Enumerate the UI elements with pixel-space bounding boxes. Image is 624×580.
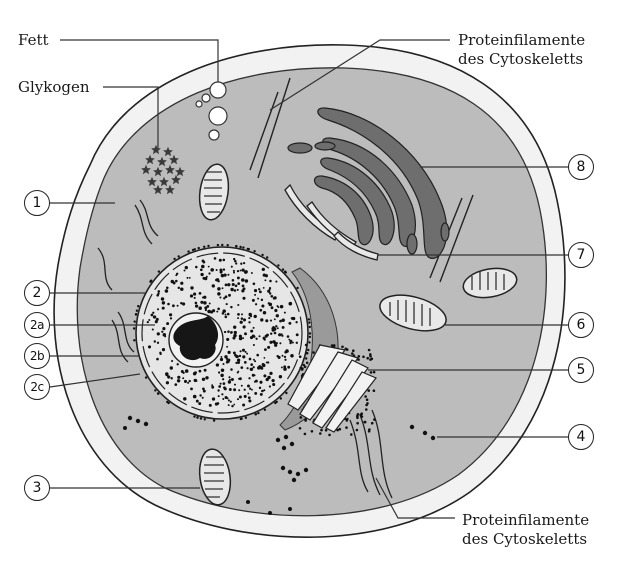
- marker-7: 7: [568, 242, 594, 268]
- marker-3: 3: [24, 475, 50, 501]
- mitochondrion-right: [379, 294, 447, 332]
- golgi-apparatus: [287, 107, 450, 259]
- marker-6: 6: [568, 312, 594, 338]
- filament-squiggles: [97, 199, 159, 363]
- mitochondrion-lower: [198, 448, 232, 506]
- mitochondrion-right-small: [462, 267, 518, 299]
- label-protein-top-line1: Proteinfilamente: [458, 31, 586, 49]
- rough-er-stack: [287, 344, 377, 433]
- chromatin: [146, 257, 299, 408]
- glycogen-granules: [141, 144, 185, 195]
- marker-5: 5: [568, 357, 594, 383]
- label-protein-bottom-line1: Proteinfilamente: [462, 511, 590, 529]
- label-protein-top-line2: des Cytoskeletts: [458, 50, 584, 68]
- nucleolus: [168, 312, 224, 368]
- fat-droplets: [195, 81, 228, 141]
- free-ribosomes: [123, 415, 436, 515]
- marker-8: 8: [568, 154, 594, 180]
- marker-1: 1: [24, 190, 50, 216]
- mitochondrion-upper: [198, 163, 230, 221]
- marker-2a: 2a: [24, 312, 50, 338]
- marker-2c: 2c: [24, 374, 50, 400]
- label-protein-bottom-line2: des Cytoskeletts: [462, 530, 588, 548]
- leader-lines: [49, 39, 570, 519]
- marker-2: 2: [24, 280, 50, 306]
- marker-2b: 2b: [24, 343, 50, 369]
- label-glykogen: Glykogen: [18, 78, 90, 96]
- label-fett: Fett: [18, 31, 49, 49]
- marker-4: 4: [568, 424, 594, 450]
- endoplasmic-reticulum-upper: [284, 183, 379, 261]
- nucleus: [132, 243, 377, 437]
